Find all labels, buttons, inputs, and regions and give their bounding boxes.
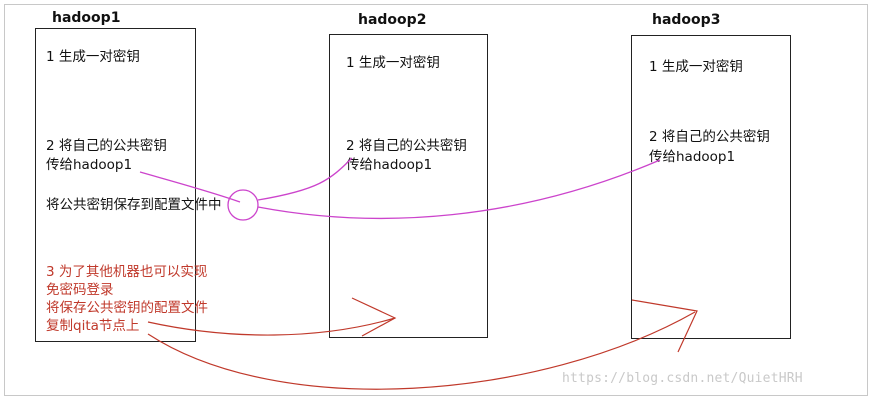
image-frame [4,4,868,396]
hadoop1-step3-line2: 免密码登录 [46,282,114,298]
hadoop1-step3-line3: 将保存公共密钥的配置文件 [46,300,208,316]
hadoop1-step2-line1: 2 将自己的公共密钥 [46,138,167,154]
hadoop1-step3-line4: 复制qita节点上 [46,318,140,334]
hadoop3-title: hadoop3 [652,12,721,28]
hadoop3-box [631,35,791,339]
hadoop3-step1: 1 生成一对密钥 [649,59,743,75]
hadoop1-step2-line2: 传给hadoop1 [46,157,133,173]
hadoop1-save-note: 将公共密钥保存到配置文件中 [46,197,222,213]
hadoop3-step2-line1: 2 将自己的公共密钥 [649,129,770,145]
hadoop2-title: hadoop2 [358,12,427,28]
source-watermark: https://blog.csdn.net/QuietHRH [562,371,803,386]
hadoop2-step2-line2: 传给hadoop1 [346,157,433,173]
hadoop1-step3-line1: 3 为了其他机器也可以实现 [46,264,208,280]
hadoop1-step1: 1 生成一对密钥 [46,49,140,65]
hadoop2-step2-line1: 2 将自己的公共密钥 [346,138,467,154]
hadoop2-step1: 1 生成一对密钥 [346,55,440,71]
hadoop2-box [329,34,488,338]
hadoop1-title: hadoop1 [52,10,121,26]
hadoop3-step2-line2: 传给hadoop1 [649,149,736,165]
